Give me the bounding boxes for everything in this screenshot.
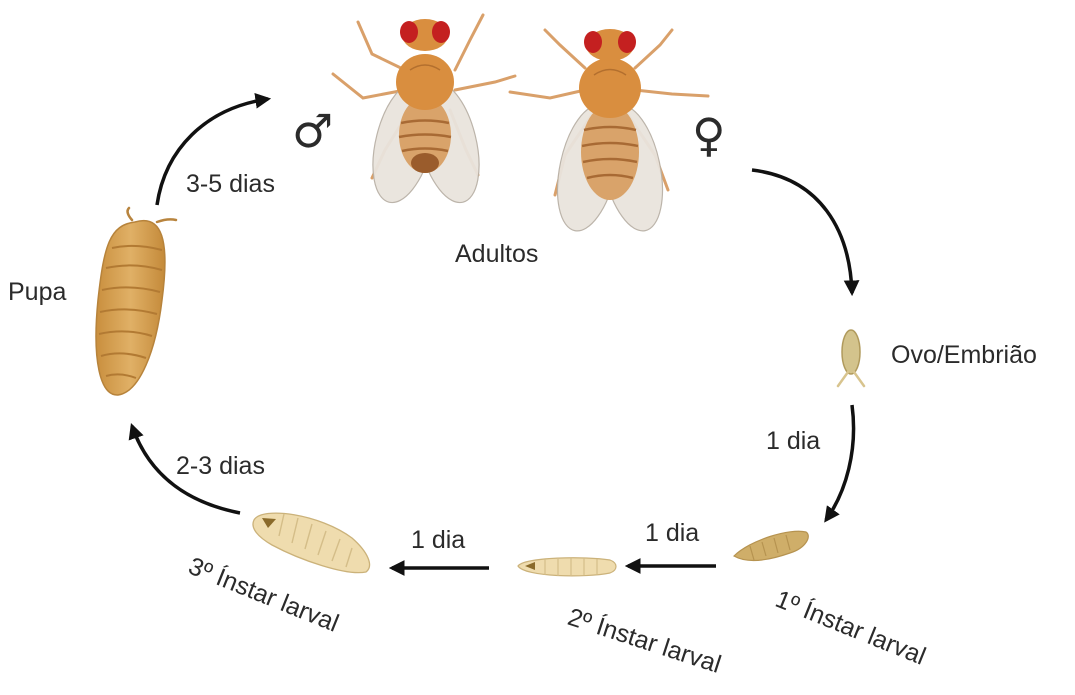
egg-illustration [838, 330, 864, 386]
female-fly-illustration [510, 29, 708, 236]
egg-label: Ovo/Embrião [891, 341, 1037, 370]
duration-third-to-pupa: 2-3 dias [176, 452, 265, 481]
duration-egg-to-first: 1 dia [766, 427, 820, 456]
male-fly-illustration [333, 15, 515, 209]
pupa-label: Pupa [8, 278, 66, 307]
duration-second-to-third: 1 dia [411, 526, 465, 555]
second-instar-larva-illustration [518, 558, 616, 576]
duration-first-to-second: 1 dia [645, 519, 699, 548]
male-symbol: ♂ [292, 108, 333, 154]
first-instar-larva-illustration [734, 531, 808, 560]
arrow-egg-to-first-instar [826, 405, 854, 520]
third-instar-larva-illustration [253, 513, 370, 573]
duration-pupa-to-adult: 3-5 dias [186, 170, 275, 199]
arrow-adult-to-egg [752, 170, 852, 293]
pupa-illustration [96, 208, 176, 395]
female-symbol: ♀ [692, 112, 726, 158]
adults-label: Adultos [455, 240, 538, 269]
